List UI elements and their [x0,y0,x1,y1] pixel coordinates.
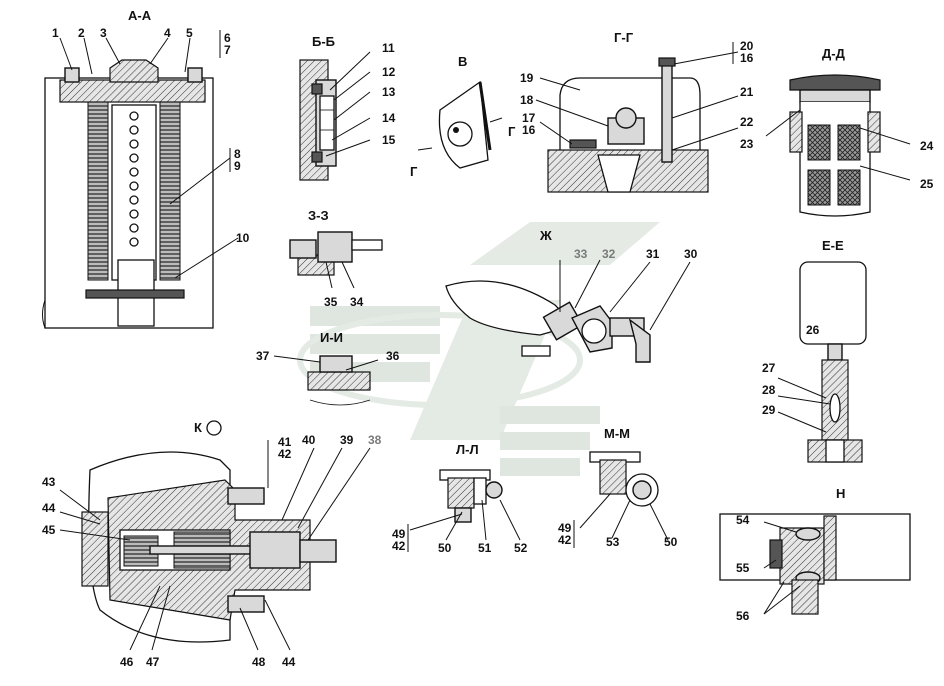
callout-38: 38 [368,433,382,447]
title-zz: З-З [308,208,329,223]
callout-1: 1 [52,26,59,40]
callout-56: 56 [736,609,750,623]
view-ii [307,355,371,406]
callout-30: 30 [684,247,698,261]
callout-numbers: 1 2 3 4 5 6 7 8 9 10 11 12 13 14 15 16 1… [42,26,934,669]
callout-40: 40 [302,433,316,447]
callout-35: 35 [324,295,338,309]
view-dd [789,74,881,217]
callout-26: 26 [806,323,820,337]
callout-6: 6 [224,31,231,45]
view-mm [589,451,659,507]
callout-55: 55 [736,561,750,575]
title-dd: Д-Д [822,46,846,61]
title-bb: Б-Б [312,34,335,49]
callout-7: 7 [224,43,231,57]
callout-42-ll: 42 [392,539,406,553]
callout-54: 54 [736,513,750,527]
callout-24: 24 [920,139,934,153]
view-k-valve [81,420,337,643]
watermark-logo [297,222,660,476]
section-titles: А-А Б-Б В Г-Г Д-Д З-З Ж Е-Е И-И К Л-Л М-… [128,8,846,501]
callout-10: 10 [236,231,250,245]
callout-53: 53 [606,535,620,549]
callout-48: 48 [252,655,266,669]
callout-47: 47 [146,655,160,669]
callout-42-k: 42 [278,447,292,461]
callout-33: 33 [574,247,588,261]
title-zh: Ж [539,228,552,243]
title-k: К [194,420,202,435]
callout-5: 5 [186,26,193,40]
view-n [719,513,911,615]
title-mm: М-М [604,426,630,441]
view-ee [799,261,867,463]
callout-2: 2 [78,26,85,40]
callout-49-ll: 49 [392,527,406,541]
callout-50-mm: 50 [664,535,678,549]
callout-15: 15 [382,133,396,147]
callout-8: 8 [234,147,241,161]
callout-37: 37 [256,349,270,363]
callout-51: 51 [478,541,492,555]
view-v [417,80,503,169]
callout-25: 25 [920,177,934,191]
callout-16-right: 16 [740,51,754,65]
callout-13: 13 [382,85,396,99]
callout-16-left: 16 [522,123,536,137]
callout-12: 12 [382,65,396,79]
callout-36: 36 [386,349,400,363]
callout-18: 18 [520,93,534,107]
callout-34: 34 [350,295,364,309]
callout-31: 31 [646,247,660,261]
callout-32: 32 [602,247,616,261]
callout-3: 3 [100,26,107,40]
view-aa-filter [42,59,214,329]
view-gg [547,57,709,193]
callout-19: 19 [520,71,534,85]
title-ii: И-И [320,330,343,345]
cut-mark-g-left: Г [410,164,418,179]
title-aa: А-А [128,8,152,23]
callout-43: 43 [42,475,56,489]
view-zh [445,280,651,363]
title-n: Н [836,486,845,501]
callout-21: 21 [740,85,754,99]
callout-50-ll: 50 [438,541,452,555]
callout-17: 17 [522,111,536,125]
callout-52: 52 [514,541,528,555]
callout-49-mm: 49 [558,521,572,535]
callout-42-mm: 42 [558,533,572,547]
callout-44-left: 44 [42,501,56,515]
view-bb [299,59,337,181]
leader-lines [59,30,911,651]
cut-mark-g-right: Г [508,124,516,139]
callout-45: 45 [42,523,56,537]
title-ee: Е-Е [822,238,844,253]
view-zz [289,231,383,276]
title-v: В [458,54,467,69]
callout-4: 4 [164,26,171,40]
callout-46: 46 [120,655,134,669]
callout-14: 14 [382,111,396,125]
callout-11: 11 [382,41,395,55]
filter-holes [129,111,139,247]
callout-23: 23 [740,137,754,151]
callout-28: 28 [762,383,776,397]
callout-9: 9 [234,159,241,173]
callout-39: 39 [340,433,354,447]
callout-41: 41 [278,435,292,449]
callout-29: 29 [762,403,776,417]
view-ll [439,469,503,523]
callout-27: 27 [762,361,776,375]
callout-22: 22 [740,115,754,129]
title-ll: Л-Л [456,442,479,457]
callout-20: 20 [740,39,754,53]
title-gg: Г-Г [614,30,634,45]
callout-44-right: 44 [282,655,296,669]
